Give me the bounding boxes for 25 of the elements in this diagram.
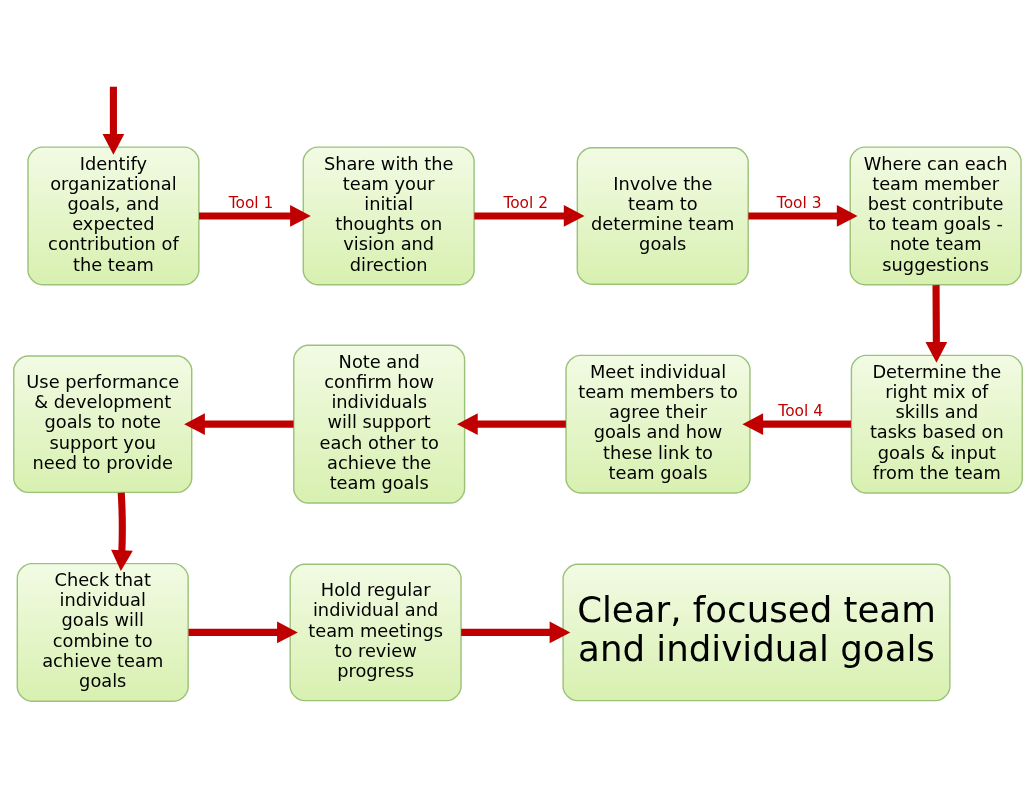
edge-label: Tool 3 — [776, 193, 822, 212]
node-box: Share with the team your initial thoughts on vision and direction — [302, 145, 475, 285]
arrow — [473, 204, 584, 227]
node-box: Clear, focused team and individual goals — [561, 563, 951, 701]
edge-label: Tool 1 — [228, 193, 273, 212]
arrow — [198, 204, 311, 227]
node-box: Note and confirm how individuals will support each other to achieve the team goals — [292, 344, 465, 504]
arrow — [110, 492, 133, 571]
edge-label: Tool 4 — [777, 401, 823, 420]
edge-label: Tool 2 — [502, 193, 548, 212]
arrow — [460, 621, 570, 643]
node-box: Check that individual goals will combine to achieve team goals — [16, 562, 189, 702]
node-box: Determine the right mix of skills and tasks based on goals & input from the team — [850, 354, 1023, 494]
node-box: Where can each team member best contribute to team goals - note team suggestions — [849, 145, 1022, 285]
arrow — [183, 412, 294, 435]
node-box: Hold regular individual and team meetings to review progress — [289, 563, 462, 701]
arrow — [747, 204, 858, 227]
arrow — [924, 284, 947, 363]
node-box: Meet individual team members to agree their goals and how these link to team goals — [564, 354, 751, 494]
node-box: Involve the team to determine team goals — [576, 146, 749, 285]
arrow — [188, 621, 298, 643]
arrow — [741, 412, 851, 435]
arrow — [456, 412, 566, 435]
node-box: Use performance & development goals to note support you need to provide — [12, 354, 192, 493]
node-box: Identify organizational goals, and expected contribution of the team — [26, 145, 200, 285]
